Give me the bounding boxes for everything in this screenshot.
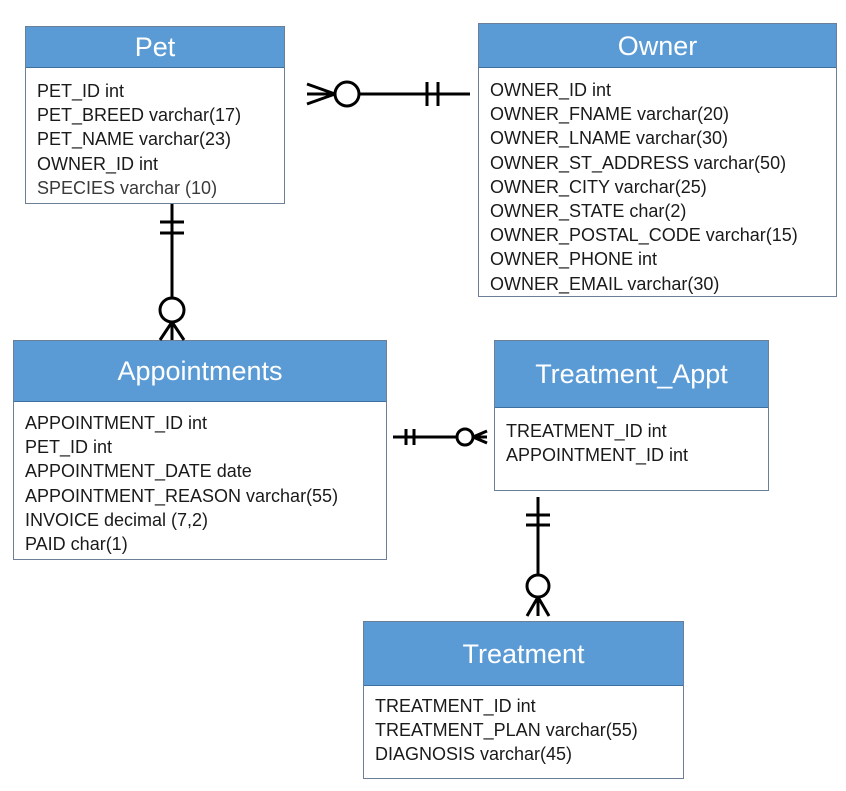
owner-entity: Owner OWNER_ID int OWNER_FNAME varchar(2… — [478, 23, 837, 297]
attribute: OWNER_ID int — [490, 80, 612, 100]
crows-foot-mark — [536, 596, 551, 617]
treatment-appt-entity-title: Treatment_Appt — [495, 341, 768, 408]
zero-circle-mark — [158, 296, 186, 324]
treatment-appt-entity: Treatment_Appt TREATMENT_ID int APPOINTM… — [494, 340, 769, 491]
appointments-attribute-list: APPOINTMENT_ID int PET_ID int APPOINTMEN… — [14, 402, 386, 556]
attribute: INVOICE decimal (7,2) — [25, 509, 209, 530]
attribute: APPOINTMENT_ID int — [25, 413, 208, 433]
attribute: OWNER_POSTAL_CODE varchar(15) — [490, 225, 798, 246]
pet-appointments-relationship — [158, 204, 186, 341]
attribute: OWNER_ID int — [37, 153, 159, 174]
treatment-appt-treatment-relationship — [525, 497, 551, 617]
treatment-entity-title: Treatment — [364, 622, 683, 686]
attribute: APPOINTMENT_REASON varchar(55) — [25, 485, 339, 506]
attribute: DIAGNOSIS varchar(45) — [375, 744, 573, 765]
crows-foot-mark — [158, 321, 174, 341]
crows-foot-mark — [306, 92, 336, 106]
attribute: PET_NAME varchar(23) — [37, 129, 232, 150]
attribute: OWNER_PHONE int — [490, 249, 658, 270]
crows-foot-mark — [170, 321, 186, 341]
attribute: PET_ID int — [25, 437, 113, 458]
attribute: TREATMENT_ID int — [375, 696, 536, 716]
treatment-attribute-list: TREATMENT_ID int TREATMENT_PLAN varchar(… — [364, 686, 683, 767]
attribute: PAID char(1) — [25, 533, 128, 554]
attribute: OWNER_EMAIL varchar(30) — [490, 273, 720, 294]
appointments-entity: Appointments APPOINTMENT_ID int PET_ID i… — [13, 340, 387, 560]
zero-circle-mark — [525, 573, 551, 599]
attribute: OWNER_LNAME varchar(30) — [490, 128, 729, 149]
treatment-appt-attribute-list: TREATMENT_ID int APPOINTMENT_ID int — [495, 408, 768, 467]
owner-entity-title: Owner — [479, 24, 836, 68]
pet-entity: Pet PET_ID int PET_BREED varchar(17) PET… — [25, 26, 285, 204]
attribute: OWNER_ST_ADDRESS varchar(50) — [490, 152, 787, 173]
treatment-entity: Treatment TREATMENT_ID int TREATMENT_PLA… — [363, 621, 684, 779]
attribute: SPECIES varchar (10) — [37, 177, 218, 198]
attribute: OWNER_CITY varchar(25) — [490, 176, 707, 197]
attribute: OWNER_FNAME varchar(20) — [490, 104, 730, 125]
appointments-entity-title: Appointments — [14, 341, 386, 402]
crows-foot-mark — [525, 596, 540, 617]
zero-circle-mark — [333, 80, 361, 108]
owner-pet-relationship — [306, 80, 470, 108]
attribute: APPOINTMENT_DATE date — [25, 461, 252, 482]
attribute: TREATMENT_PLAN varchar(55) — [375, 720, 638, 741]
appointments-treatment-appt-relationship — [393, 427, 488, 447]
zero-circle-mark — [455, 427, 475, 447]
attribute: TREATMENT_ID int — [506, 421, 667, 441]
attribute: PET_BREED varchar(17) — [37, 105, 242, 126]
pet-attribute-list: PET_ID int PET_BREED varchar(17) PET_NAM… — [26, 68, 284, 200]
attribute: APPOINTMENT_ID int — [506, 445, 689, 466]
attribute: PET_ID int — [37, 81, 125, 101]
attribute: OWNER_STATE char(2) — [490, 200, 687, 221]
crows-foot-mark — [306, 82, 336, 96]
pet-entity-title: Pet — [26, 27, 284, 68]
owner-attribute-list: OWNER_ID int OWNER_FNAME varchar(20) OWN… — [479, 68, 836, 296]
